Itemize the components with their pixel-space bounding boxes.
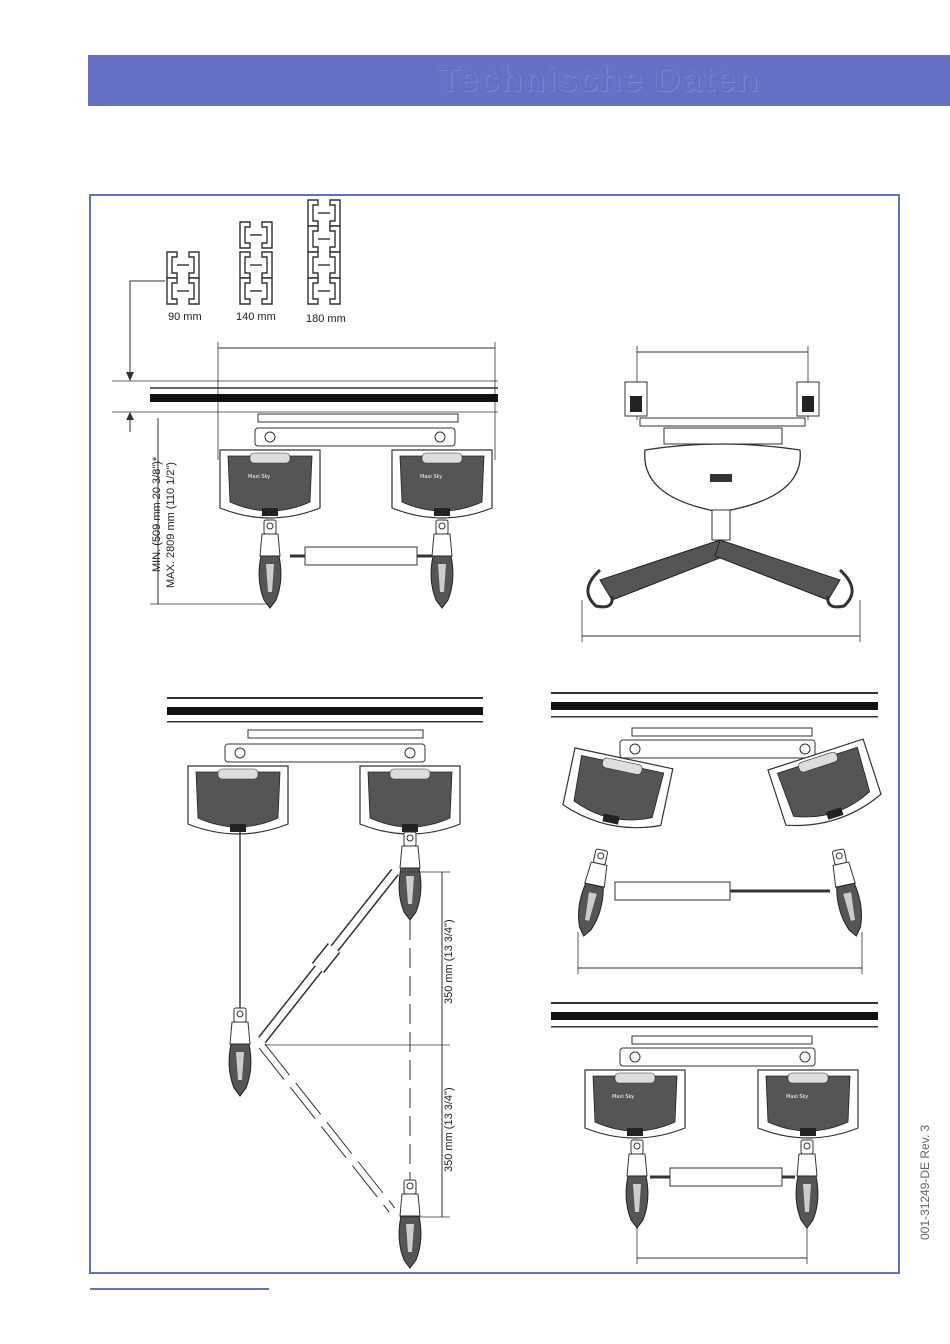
- view-tilted: [551, 692, 884, 974]
- rail-profile-180: [308, 200, 340, 304]
- footer-rule: [90, 1288, 269, 1290]
- label-profile-140: 140 mm: [236, 311, 276, 323]
- label-step-upper: 350 mm (13 3/4"): [443, 919, 455, 1004]
- label-max-height: MAX. 2809 mm (110 1/2"): [165, 462, 177, 588]
- motor-brand-4: Maxi Sky: [786, 1094, 808, 1100]
- motor-brand-3: Maxi Sky: [612, 1094, 634, 1100]
- label-profile-180: 180 mm: [306, 313, 346, 325]
- label-min-height: MIN. (509 mm 20 3/8")*: [151, 456, 163, 572]
- rail-profile-140: [240, 222, 272, 304]
- document-number: 001-31249-DE Rev. 3: [918, 1125, 932, 1240]
- view-step-range: [167, 697, 483, 1268]
- motor-brand-2: Maxi Sky: [420, 474, 442, 480]
- rail-profile-90: [167, 252, 199, 304]
- view-retracted: Maxi Sky Maxi Sky: [551, 1002, 878, 1264]
- motor-brand-1: Maxi Sky: [248, 474, 270, 480]
- label-step-lower: 350 mm (13 3/4"): [443, 1087, 455, 1172]
- label-profile-90: 90 mm: [168, 311, 202, 323]
- view-side: [582, 346, 860, 642]
